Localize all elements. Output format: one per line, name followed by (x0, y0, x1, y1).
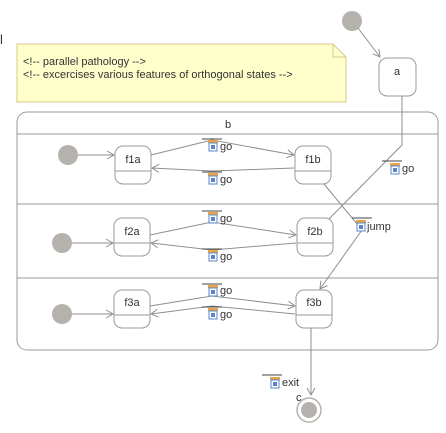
transition-initial-to-a[interactable] (357, 27, 381, 58)
state-f2b-label: f2b (307, 226, 322, 238)
state-f1b-label: f1b (305, 154, 320, 166)
event-label: go (220, 251, 232, 263)
initial-pseudostate-2[interactable] (52, 233, 72, 253)
state-f3a-label: f3a (124, 297, 140, 309)
event-icon (207, 307, 219, 320)
event-label-exit: exit (282, 377, 299, 389)
event-icon (355, 219, 367, 232)
transition-a-to-f2b[interactable] (321, 96, 403, 227)
transition-f3b-to-f3a[interactable] (150, 305, 296, 318)
event-label-a-go: go (402, 163, 414, 175)
event-label: go (220, 141, 232, 153)
state-f2b[interactable]: f2b (296, 217, 334, 257)
event-icon (207, 172, 219, 185)
state-f2a[interactable]: f2a (113, 217, 151, 257)
state-f2a-label: f2a (124, 226, 140, 238)
initial-pseudostate-3[interactable] (52, 304, 72, 324)
event-icon (207, 211, 219, 224)
comment-note: <!-- parallel pathology --> <!-- excerci… (16, 43, 347, 103)
state-b-label: b (225, 119, 231, 131)
state-f3b-label: f3b (306, 297, 321, 309)
event-icon (389, 162, 401, 175)
state-a[interactable]: a (378, 57, 417, 97)
event-label-jump: jump (366, 221, 391, 233)
state-f3a[interactable]: f3a (113, 289, 151, 329)
final-state-c[interactable] (296, 397, 322, 423)
event-label: go (220, 213, 232, 225)
state-f3b[interactable]: f3b (295, 289, 333, 329)
event-label: go (220, 309, 232, 321)
edge-glyph: l (0, 32, 3, 47)
initial-pseudostate-1[interactable] (58, 145, 78, 165)
event-icon (269, 376, 281, 389)
state-a-label: a (394, 66, 401, 78)
event-label: go (220, 285, 232, 297)
note-line-2: <!-- excercises various features of orth… (23, 69, 293, 81)
state-c-label: c (296, 392, 302, 404)
event-icon (207, 139, 219, 152)
event-icon (207, 249, 219, 262)
initial-pseudostate-top[interactable] (342, 11, 362, 31)
state-f1a-label: f1a (125, 154, 141, 166)
state-f1a[interactable]: f1a (114, 145, 152, 185)
state-f1b[interactable]: f1b (294, 145, 332, 185)
transition-f1b-to-f1a[interactable] (150, 163, 295, 173)
note-line-1: <!-- parallel pathology --> (23, 56, 146, 68)
event-icon (207, 284, 219, 297)
event-label: go (220, 174, 232, 186)
